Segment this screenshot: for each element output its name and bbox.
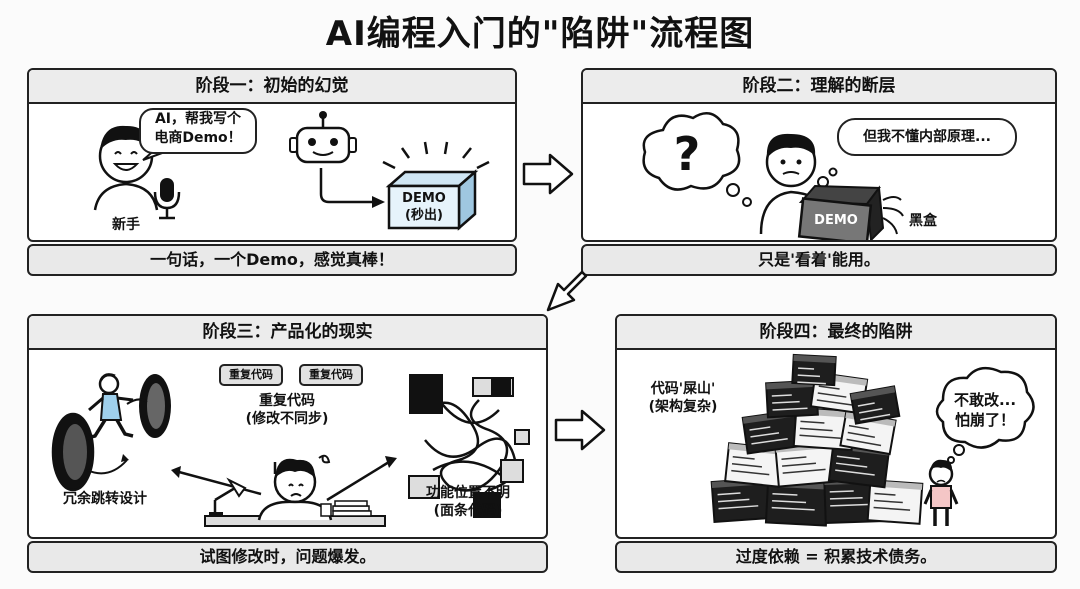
stage-3-header: 阶段三：产品化的现实 [29,316,546,350]
stage-2-illustration: ? [642,111,904,240]
stage-2-panel: 阶段二：理解的断层 ? [581,68,1057,242]
demo-box-icon [382,141,490,231]
fear-line-2: 怕崩了！ [954,411,1015,429]
unclear-location-label: 功能位置不明 (面条代码) [401,484,535,520]
blackbox-label: 黑盒 [909,213,937,229]
stage-3-panel: 阶段三：产品化的现实 [27,314,548,539]
duplicate-code-label: 重复代码 (修改不同步) [225,392,349,428]
question-mark-text: ? [674,127,701,181]
demo-box-line-1: DEMO [402,191,446,206]
stage-3-caption: 试图修改时，问题爆发。 [27,541,548,573]
page-title: AI编程入门的"陷阱"流程图 [325,14,755,54]
code-mess-label: 代码'屎山' (架构复杂) [637,380,729,416]
worried-person-icon [923,459,959,526]
code-card-dark-1 [409,374,443,414]
right-arrow-icon [522,153,574,195]
black-box-icon [797,184,904,240]
novice-label: 新手 [112,217,140,233]
duplicate-code-line-2: (修改不同步) [245,411,329,427]
stage-4-header: 阶段四：最终的陷阱 [617,316,1055,350]
stage-1-illustration [93,111,490,231]
code-window-10 [765,379,819,419]
bubble-line-1: AI，帮我写个 [154,111,242,127]
demo-box-line-2: (秒出) [405,208,443,223]
redundant-jump-label: 冗余跳转设计 [63,491,147,507]
fear-thought-text: 不敢改... 怕崩了！ [945,390,1025,430]
stage-2-caption: 只是'看着'能用。 [581,244,1057,276]
code-window-3 [866,479,924,525]
demo-box-label: DEMO (秒出) [389,190,459,224]
stage-4-panel: 阶段四：最终的陷阱 代码'屎山' (架构复杂) [615,314,1057,539]
question-cloud-icon [642,111,752,207]
jumping-person-icon [86,373,134,440]
request-speech-bubble: AI，帮我写个 电商Demo！ [139,108,257,154]
stage-1-panel: 阶段一：初始的幻觉 [27,68,517,242]
down-left-arrow-icon [546,270,588,312]
blackbox-demo-label: DEMO [814,213,858,228]
stage-1-header: 阶段一：初始的幻觉 [29,70,515,104]
duplicate-code-line-1: 重复代码 [259,393,315,409]
fear-line-1: 不敢改... [953,391,1017,409]
code-window-12 [849,385,901,425]
unclear-location-line-2: (面条代码) [433,503,503,519]
stage-4-illustration [710,353,1035,527]
bubble-line-2: 电商Demo！ [154,130,242,146]
portal-right-icon [139,374,171,438]
stage-4-caption: 过度依赖 = 积累技术债务。 [615,541,1057,573]
robot-icon [289,111,357,164]
code-pile-icon [710,353,924,527]
stage-3-illustration [51,373,530,527]
microphone-icon [153,178,181,220]
doubt-thought-bubble: 但我不懂内部原理... [837,118,1017,156]
stage-1-caption: 一句话，一个Demo，感觉真棒！ [27,244,517,276]
stressed-developer-icon [204,454,386,527]
portal-left-icon [51,412,95,492]
duplicate-code-chip-1: 重复代码 [219,364,283,386]
flow-arrow [319,168,374,204]
unclear-location-line-1: 功能位置不明 [426,485,510,501]
right-arrow-icon-2 [554,409,606,451]
duplicate-code-chip-2: 重复代码 [299,364,363,386]
stage-2-header: 阶段二：理解的断层 [583,70,1055,104]
code-mess-line-1: 代码'屎山' [650,381,716,397]
fear-thought-cloud [935,366,1035,464]
code-window-13 [791,353,837,387]
code-mess-line-2: (架构复杂) [648,399,718,415]
